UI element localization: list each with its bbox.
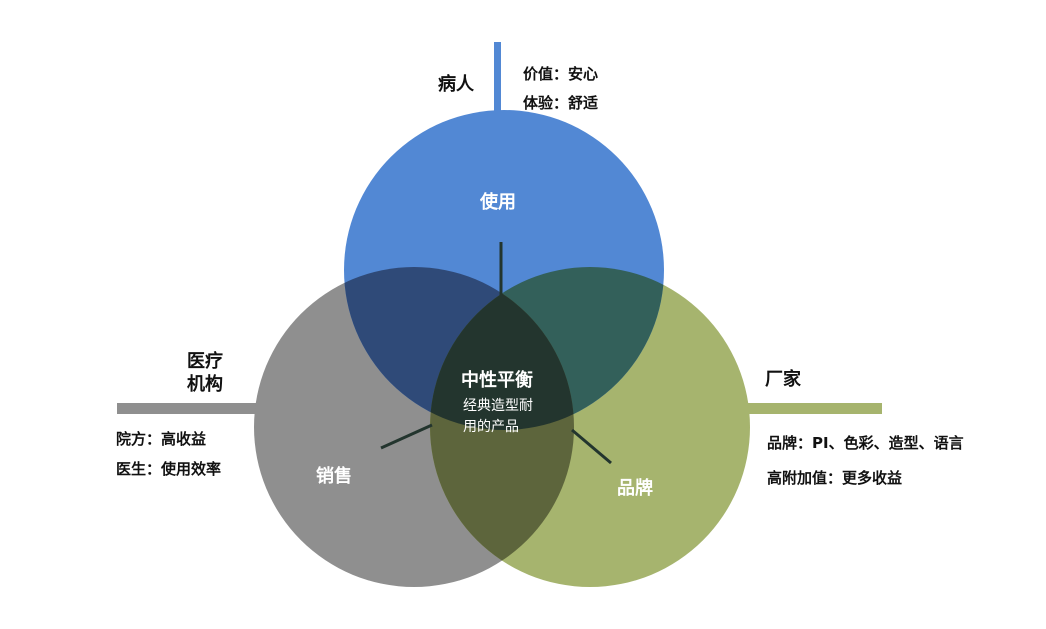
maker-value: 高附加值：更多收益 bbox=[767, 469, 903, 487]
center-line-2: 用的产品 bbox=[463, 419, 519, 435]
patient-circle-label: 使用 bbox=[480, 192, 516, 213]
patient-bar bbox=[494, 42, 501, 132]
center-line-1: 经典造型耐 bbox=[463, 398, 533, 414]
institution-title-2: 机构 bbox=[187, 374, 223, 395]
institution-bar bbox=[117, 403, 257, 414]
maker-bar bbox=[748, 403, 882, 414]
center-title: 中性平衡 bbox=[461, 370, 533, 391]
patient-value: 价值：安心 bbox=[523, 65, 599, 83]
maker-brand: 品牌：PI、色彩、造型、语言 bbox=[767, 434, 964, 452]
institution-doctor: 医生：使用效率 bbox=[116, 460, 222, 478]
institution-circle-label: 销售 bbox=[316, 466, 352, 487]
maker-circle-label: 品牌 bbox=[617, 478, 653, 499]
institution-hospital: 院方：高收益 bbox=[116, 430, 207, 448]
divider-lines bbox=[380, 242, 612, 465]
patient-title: 病人 bbox=[438, 74, 474, 95]
maker-title: 厂家 bbox=[765, 369, 801, 390]
patient-experience: 体验：舒适 bbox=[523, 94, 599, 112]
institution-title-1: 医疗 bbox=[187, 351, 223, 372]
